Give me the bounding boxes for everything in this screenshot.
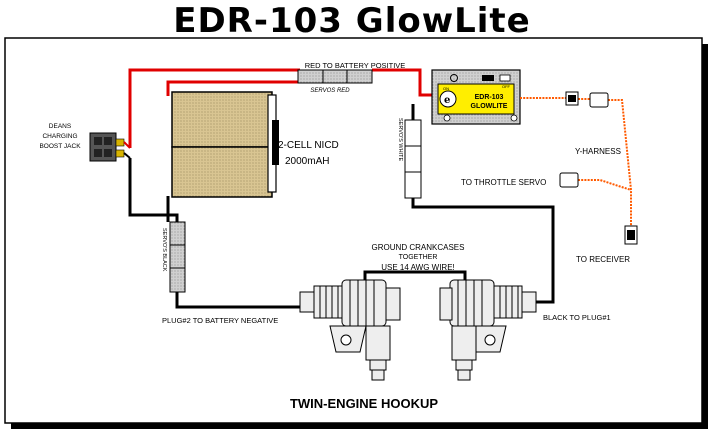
diagram-frame <box>4 37 703 424</box>
module-on-label: ON <box>443 86 449 91</box>
footer-caption: TWIN-ENGINE HOOKUP <box>290 396 438 411</box>
label-plug2: PLUG#2 TO BATTERY NEGATIVE <box>162 316 278 325</box>
label-deans-1: DEANS <box>49 123 72 130</box>
label-battery-2: 2000mAH <box>285 156 329 167</box>
page-title: EDR-103 GlowLite <box>173 1 531 41</box>
label-y-harness: Y-HARNESS <box>575 147 621 156</box>
module-label-1: EDR-103 <box>475 94 504 101</box>
label-deans-2: CHARGING <box>42 133 77 140</box>
module-off-label: OFF <box>502 84 511 89</box>
battery-pack <box>171 91 279 198</box>
module-label-2: GLOWLITE <box>471 103 508 110</box>
label-ground-3: USE 14 AWG WIRE! <box>381 263 455 272</box>
deans-connector <box>89 132 131 162</box>
label-ground-2: TOGETHER <box>399 254 438 261</box>
label-receiver: TO RECEIVER <box>576 255 630 264</box>
servo-red-connector <box>297 69 373 84</box>
label-red-to-battery: RED TO BATTERY POSITIVE <box>305 61 406 70</box>
servo-black-connector <box>169 221 186 293</box>
orange-wires <box>520 97 632 226</box>
glowlite-module: e <box>431 69 521 125</box>
label-ground-1: GROUND CRANKCASES <box>372 243 465 252</box>
label-servo-black: SERVO'S BLACK <box>161 228 167 272</box>
engine-right <box>439 279 537 381</box>
engine-left <box>299 279 401 381</box>
label-throttle: TO THROTTLE SERVO <box>461 178 546 187</box>
red-wires <box>128 68 438 148</box>
label-battery-1: 2-CELL NICD <box>278 140 339 151</box>
y-harness-connectors <box>559 91 638 245</box>
label-servo-red: SERVOS RED <box>310 88 350 94</box>
servo-white-connector <box>404 104 422 199</box>
svg-text:e: e <box>444 95 450 106</box>
label-servo-white: SERVO'S WHITE <box>397 118 403 161</box>
label-plug1: BLACK TO PLUG#1 <box>543 313 611 322</box>
label-deans-3: BOOST JACK <box>39 143 81 150</box>
